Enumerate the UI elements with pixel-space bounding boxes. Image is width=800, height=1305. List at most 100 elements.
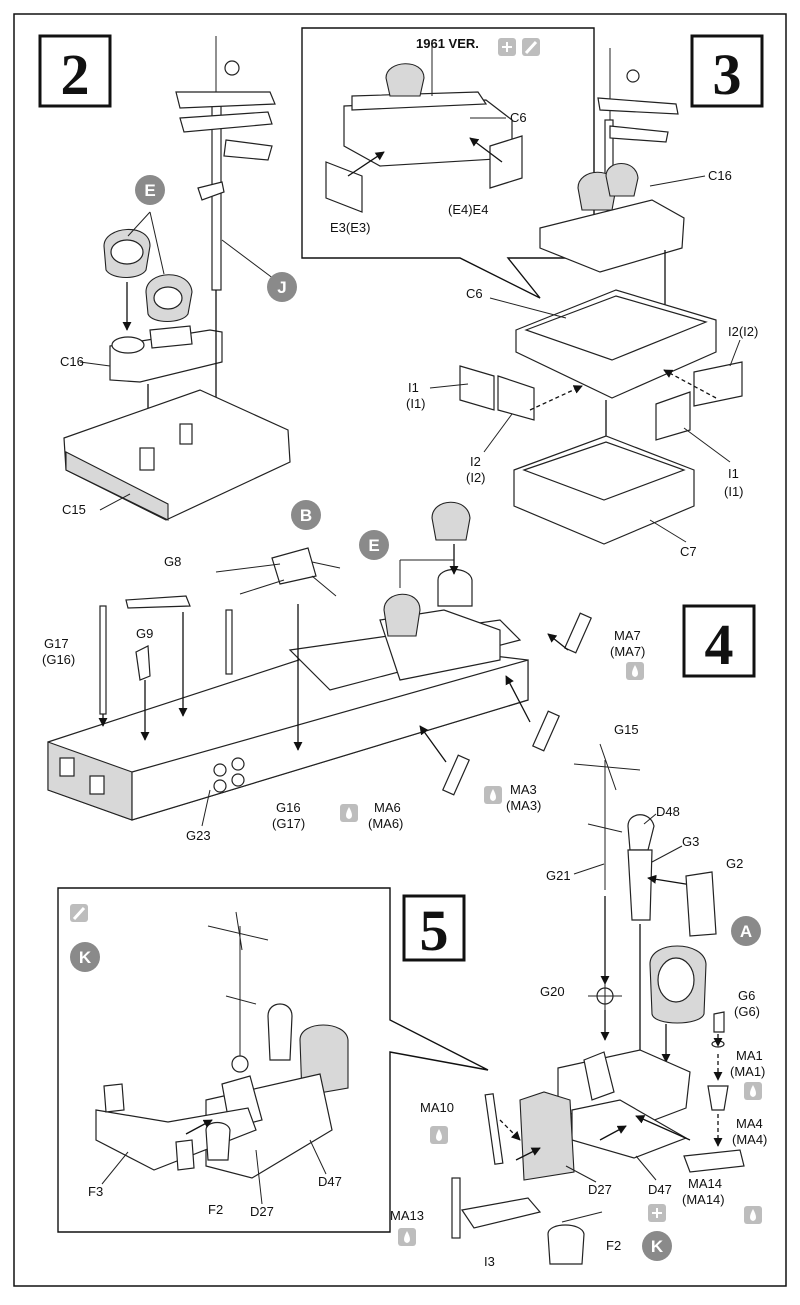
callout-a: A xyxy=(731,916,761,946)
label-ma4: MA4 xyxy=(736,1116,763,1131)
label-ma4-alt: (MA4) xyxy=(732,1132,767,1147)
svg-text:A: A xyxy=(740,922,752,941)
part-pole xyxy=(225,609,233,675)
paint-drop-icon-ma1 xyxy=(744,1082,762,1100)
label-c16: C16 xyxy=(60,354,84,369)
label-g17-alt: (G16) xyxy=(42,652,75,667)
svg-text:E: E xyxy=(144,181,155,200)
label-ma10: MA10 xyxy=(420,1100,454,1115)
step-3-i1-right xyxy=(655,391,691,441)
label-c6-inset: C6 xyxy=(510,110,527,125)
step-4-ladders xyxy=(441,612,593,796)
step-4-number: 4 xyxy=(705,612,734,677)
label-i3: I3 xyxy=(484,1254,495,1269)
label-g6: G6 xyxy=(738,988,755,1003)
step-3-box: 3 xyxy=(690,34,764,108)
step-5-g20 xyxy=(588,982,622,1010)
label-i2-left-alt: (I2) xyxy=(466,470,486,485)
label-ma14-alt: (MA14) xyxy=(682,1192,725,1207)
label-g8: G8 xyxy=(164,554,181,569)
part-ma13 xyxy=(451,1177,461,1239)
part-g8 xyxy=(125,595,191,609)
label-g20: G20 xyxy=(540,984,565,999)
label-f3-inset: F3 xyxy=(88,1184,103,1199)
part-g9 xyxy=(135,645,151,681)
step-3-c16-part xyxy=(539,163,685,273)
label-g17: G17 xyxy=(44,636,69,651)
label-c7: C7 xyxy=(680,544,697,559)
part-i3 xyxy=(460,1197,542,1229)
step-3-c6-part xyxy=(515,289,717,399)
callout-k-inset: K xyxy=(70,942,100,972)
label-g9: G9 xyxy=(136,626,153,641)
step-5-superstructure xyxy=(519,1049,691,1181)
label-c6-step3: C6 xyxy=(466,286,483,301)
label-ma14: MA14 xyxy=(688,1176,722,1191)
label-g3: G3 xyxy=(682,834,699,849)
step-3-c7-part xyxy=(513,435,695,545)
step-5-number: 5 xyxy=(420,898,449,963)
label-f2-inset: F2 xyxy=(208,1202,223,1217)
label-i2-right: I2(I2) xyxy=(728,324,758,339)
label-d47: D47 xyxy=(648,1182,672,1197)
label-c15: C15 xyxy=(62,502,86,517)
label-c16-step3: C16 xyxy=(708,168,732,183)
svg-text:J: J xyxy=(277,278,286,297)
svg-text:K: K xyxy=(79,948,92,967)
label-ma3-alt: (MA3) xyxy=(506,798,541,813)
label-e3: E3(E3) xyxy=(330,220,370,235)
label-e4: (E4)E4 xyxy=(448,202,488,217)
step-2-c15-part xyxy=(63,389,291,521)
label-i1-left-alt: (I1) xyxy=(406,396,426,411)
label-ma3: MA3 xyxy=(510,782,537,797)
label-g21: G21 xyxy=(546,868,571,883)
step-2-mast xyxy=(175,36,276,291)
label-ma7-alt: (MA7) xyxy=(610,644,645,659)
callout-j: J xyxy=(267,272,297,302)
paint-drop-icon-ma6 xyxy=(340,804,358,822)
glue-icon xyxy=(498,38,516,56)
label-ma7: MA7 xyxy=(614,628,641,643)
svg-text:B: B xyxy=(300,506,312,525)
label-i1-right-alt: (I1) xyxy=(724,484,744,499)
step-5-radar-a xyxy=(649,945,707,1024)
step-2-c16-part xyxy=(109,325,223,383)
step-2-number: 2 xyxy=(61,42,90,107)
label-g23: G23 xyxy=(186,828,211,843)
paint-icon-inset xyxy=(70,904,88,922)
label-d27: D27 xyxy=(588,1182,612,1197)
inset-1961-frame xyxy=(301,27,595,299)
label-g6-alt: (G6) xyxy=(734,1004,760,1019)
callout-e-top: E xyxy=(135,175,165,205)
label-ma1-alt: (MA1) xyxy=(730,1064,765,1079)
glue-icon-bottom xyxy=(648,1204,666,1222)
paint-drop-icon-ma14 xyxy=(744,1206,762,1224)
inset-assembled-model xyxy=(95,911,349,1179)
paint-drop-icon-ma13 xyxy=(398,1228,416,1246)
step-2-directors xyxy=(103,228,193,323)
inset-e3-part xyxy=(325,161,363,213)
label-d47-inset: D47 xyxy=(318,1174,342,1189)
label-ma13: MA13 xyxy=(390,1208,424,1223)
svg-text:E: E xyxy=(368,536,379,555)
step-4-gun-mounts xyxy=(215,547,341,597)
inset-e4-part xyxy=(489,135,523,189)
version-note: 1961 VER. xyxy=(416,36,479,51)
callout-e-mid: E xyxy=(359,530,389,560)
step-5-g2 xyxy=(685,871,717,937)
part-ma10 xyxy=(484,1093,504,1165)
label-g16: G16 xyxy=(276,800,301,815)
step-4-box: 4 xyxy=(682,604,756,678)
step-5-small-parts xyxy=(683,1011,745,1173)
label-d27-inset: D27 xyxy=(250,1204,274,1219)
paint-drop-icon-ma3 xyxy=(484,786,502,804)
paint-drop-icon-ma10 xyxy=(430,1126,448,1144)
callout-b: B xyxy=(291,500,321,530)
label-d48: D48 xyxy=(656,804,680,819)
step-4-directors xyxy=(383,501,473,637)
callout-k-bottom: K xyxy=(642,1231,672,1261)
step-3-number: 3 xyxy=(713,42,742,107)
label-ma1: MA1 xyxy=(736,1048,763,1063)
step-3-i2-left xyxy=(497,375,535,421)
